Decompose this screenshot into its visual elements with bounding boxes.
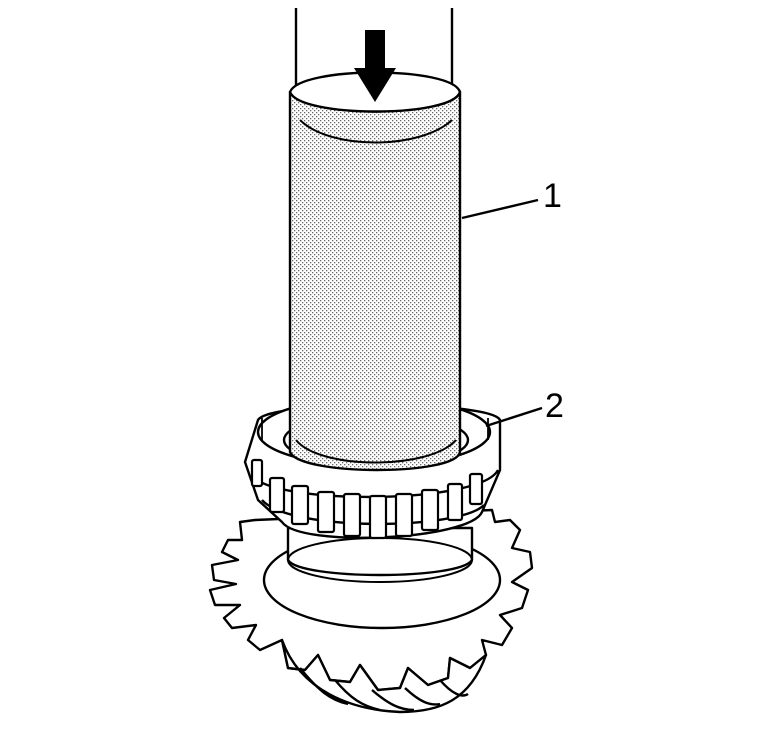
bearing-rollers	[250, 458, 484, 540]
gear-hub	[286, 526, 474, 577]
tool-sleeve	[288, 90, 462, 472]
bearing-top-rollers	[261, 418, 489, 440]
gear-helix-lines	[299, 667, 469, 712]
callout-2: 2	[485, 387, 564, 428]
installer-tool	[288, 8, 462, 472]
callout-1-label: 1	[543, 177, 562, 215]
callout-1: 1	[461, 177, 562, 220]
gear-lower-face	[280, 638, 488, 714]
pinion-gear	[208, 508, 534, 714]
callout-2-label: 2	[545, 387, 564, 425]
arrow-down-icon	[354, 30, 396, 102]
callout-2-leader	[485, 406, 543, 428]
callout-1-leader	[461, 198, 539, 220]
